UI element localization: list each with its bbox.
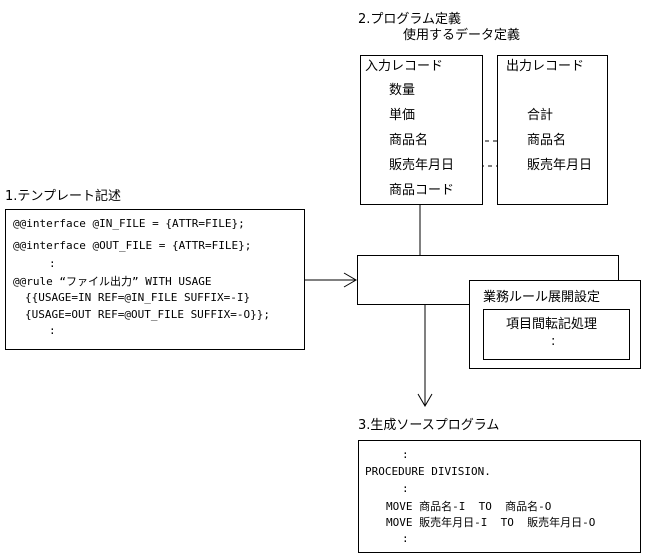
- output-field: 合計: [527, 108, 554, 123]
- output-field: 販売年月日: [527, 158, 593, 173]
- template-box: @@interface @IN_FILE = {ATTR=FILE}; @@in…: [5, 209, 305, 350]
- template-line: {USAGE=OUT REF=@OUT_FILE SUFFIX=-O}};: [25, 308, 271, 321]
- input-record-box: 入力レコード 数量 単価 商品名 販売年月日 商品コード: [360, 55, 483, 205]
- template-line: @@rule “ファイル出力” WITH USAGE: [13, 275, 212, 288]
- business-rule-box: 業務ルール展開設定 項目間転記処理 :: [469, 280, 641, 369]
- generated-line: PROCEDURE DIVISION.: [365, 465, 491, 478]
- input-field: 商品名: [389, 133, 429, 148]
- output-arrowhead: [417, 393, 433, 407]
- template-title: 1.テンプレート記述: [5, 189, 122, 204]
- generated-line: MOVE 商品名-I TO 商品名-O: [386, 500, 552, 513]
- template-line: @@interface @OUT_FILE = {ATTR=FILE};: [13, 239, 252, 252]
- output-record-title: 出力レコード: [506, 59, 585, 74]
- item-transfer-title: 項目間転記処理: [506, 317, 598, 332]
- generated-box: : PROCEDURE DIVISION. : MOVE 商品名-I TO 商品…: [358, 440, 641, 553]
- item-transfer-box: 項目間転記処理 :: [483, 309, 630, 360]
- template-line: {{USAGE=IN REF=@IN_FILE SUFFIX=-I}: [25, 291, 251, 304]
- business-rule-title: 業務ルール展開設定: [483, 290, 601, 305]
- generated-line: :: [402, 448, 409, 461]
- output-record-box: 出力レコード 合計 商品名 販売年月日: [497, 55, 608, 205]
- template-line: :: [49, 257, 56, 270]
- template-arrowhead: [343, 272, 357, 288]
- item-transfer-more: :: [551, 334, 556, 349]
- generated-line: :: [402, 532, 409, 545]
- generated-line: :: [402, 482, 409, 495]
- input-record-title: 入力レコード: [365, 59, 444, 74]
- template-line: :: [49, 324, 56, 337]
- generated-line: MOVE 販売年月日-I TO 販売年月日-O: [386, 516, 596, 529]
- input-field: 販売年月日: [389, 158, 455, 173]
- program-def-title: 2.プログラム定義: [358, 12, 462, 27]
- program-def-subtitle: 使用するデータ定義: [403, 28, 521, 43]
- input-field: 商品コード: [389, 183, 455, 198]
- input-field: 単価: [389, 108, 416, 123]
- generated-title: 3.生成ソースプログラム: [358, 418, 500, 433]
- input-field: 数量: [389, 83, 416, 98]
- template-line: @@interface @IN_FILE = {ATTR=FILE};: [13, 217, 245, 230]
- output-field: 商品名: [527, 133, 567, 148]
